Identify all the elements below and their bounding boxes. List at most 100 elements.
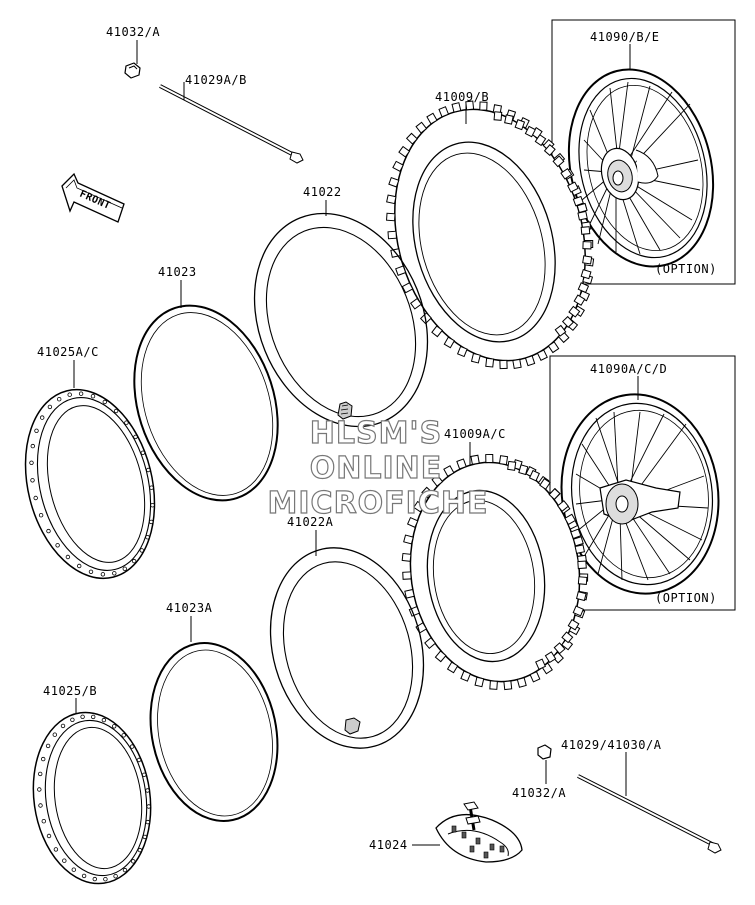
label-axle-bottom: 41029/41030/A bbox=[561, 738, 662, 752]
tire-knob bbox=[567, 181, 579, 193]
rim-spoke-hole bbox=[146, 467, 151, 473]
rim-spoke-hole bbox=[47, 404, 53, 410]
rim-spoke-hole bbox=[65, 554, 71, 560]
tire-knob bbox=[514, 119, 526, 131]
tire-knob bbox=[438, 106, 450, 118]
rim-band-front[interactable] bbox=[110, 287, 301, 519]
rim-spoke-hole bbox=[103, 877, 108, 882]
axle-bottom[interactable] bbox=[577, 774, 722, 854]
label-axle-nut-top: 41032/A bbox=[106, 25, 160, 39]
rim-spoke-hole bbox=[113, 408, 119, 414]
tire-knob bbox=[560, 167, 573, 180]
tire-knob bbox=[552, 155, 565, 168]
label-tire-front: 41009/B bbox=[435, 90, 489, 104]
rim-spoke-hole bbox=[142, 834, 147, 840]
rim-spoke-hole bbox=[60, 723, 66, 729]
tire-knob bbox=[485, 453, 494, 464]
tire-knob bbox=[554, 324, 567, 337]
rim-spoke-hole bbox=[33, 495, 38, 501]
rim-spoke-hole bbox=[53, 847, 59, 852]
label-tube-rear: 41022A bbox=[287, 515, 334, 529]
axle-nut-top[interactable] bbox=[124, 62, 141, 79]
tire-knob bbox=[518, 464, 529, 476]
tire-knob bbox=[421, 486, 434, 499]
rim-spoke-hole bbox=[150, 503, 155, 508]
tire-knob bbox=[582, 241, 592, 250]
rim-spoke-hole bbox=[41, 819, 46, 824]
rim-spoke-hole bbox=[62, 858, 67, 863]
front-arrow-icon: FRONT bbox=[61, 172, 125, 223]
tire-knob bbox=[404, 588, 415, 599]
tire-knob bbox=[577, 210, 588, 221]
rim-spoke-hole bbox=[124, 420, 129, 425]
rim-spoke-hole bbox=[55, 543, 60, 548]
rim-front[interactable] bbox=[7, 376, 174, 592]
tire-knob bbox=[385, 212, 396, 222]
tire-knob bbox=[460, 670, 472, 682]
tire-knob bbox=[498, 455, 509, 466]
rim-spoke-hole bbox=[121, 733, 126, 738]
tire-knob bbox=[567, 619, 580, 631]
rim-spoke-hole bbox=[149, 485, 154, 490]
tire-knob bbox=[568, 305, 581, 318]
tire-knob bbox=[401, 552, 412, 562]
rim-spoke-hole bbox=[145, 788, 150, 793]
tire-knob bbox=[551, 651, 564, 664]
rim-rear[interactable] bbox=[23, 705, 162, 891]
rim-spoke-hole bbox=[29, 460, 34, 465]
tire-knob bbox=[485, 357, 495, 368]
rim-spoke-hole bbox=[131, 558, 137, 564]
tube-rear[interactable] bbox=[248, 530, 446, 767]
label-rim-band-rear: 41023A bbox=[166, 601, 213, 615]
label-option-top: (OPTION) bbox=[655, 262, 717, 276]
tire-knob bbox=[553, 642, 566, 655]
label-rim-rear: 41025/B bbox=[43, 684, 97, 698]
rim-spoke-hole bbox=[80, 714, 85, 719]
tire-knob bbox=[524, 355, 536, 367]
rim-spoke-hole bbox=[38, 513, 44, 518]
tire-knob bbox=[504, 114, 514, 125]
rim-spoke-hole bbox=[41, 756, 46, 762]
tire-knob bbox=[574, 544, 586, 554]
label-option-bottom: (OPTION) bbox=[655, 591, 717, 605]
axle-nut-bottom[interactable] bbox=[537, 744, 552, 760]
rim-spoke-hole bbox=[88, 569, 94, 574]
tire-knob bbox=[539, 477, 551, 490]
label-wheel-option-top: 41090/B/E bbox=[590, 30, 660, 44]
axle-top[interactable] bbox=[159, 84, 304, 164]
tire-knob bbox=[499, 359, 508, 370]
tire-knob bbox=[580, 268, 592, 280]
tire-knob bbox=[443, 336, 456, 349]
tire-knob bbox=[580, 226, 591, 235]
tire-front[interactable] bbox=[366, 87, 613, 384]
tire-knob bbox=[528, 469, 540, 482]
rim-spoke-hole bbox=[122, 566, 127, 571]
tube-front[interactable] bbox=[224, 187, 458, 452]
rim-spoke-hole bbox=[57, 397, 62, 402]
label-rim-front: 41025A/C bbox=[37, 345, 99, 359]
rim-band-rear[interactable] bbox=[135, 631, 294, 833]
rim-lock[interactable] bbox=[435, 801, 523, 863]
tire-knob bbox=[524, 125, 536, 138]
rim-spoke-hole bbox=[102, 399, 107, 405]
label-axle-nut-bottom: 41032/A bbox=[512, 786, 566, 800]
tire-knob bbox=[561, 631, 574, 644]
rim-spoke-hole bbox=[30, 478, 35, 483]
tire-knob bbox=[512, 358, 522, 370]
label-rim-lock: 41024 bbox=[369, 838, 408, 852]
tire-rear[interactable] bbox=[397, 451, 594, 692]
tire-knob bbox=[410, 297, 422, 310]
wheel-option-top[interactable] bbox=[549, 19, 736, 285]
rim-spoke-hole bbox=[38, 803, 43, 808]
tire-knob bbox=[534, 134, 547, 147]
rim-spoke-hole bbox=[145, 535, 150, 540]
tire-knob bbox=[474, 676, 485, 688]
tire-knob bbox=[395, 265, 407, 276]
label-tube-front: 41022 bbox=[303, 185, 342, 199]
tire-knob bbox=[582, 255, 593, 265]
tire-knob bbox=[451, 102, 462, 113]
rim-spoke-hole bbox=[70, 717, 75, 722]
wheel-option-bottom[interactable] bbox=[549, 355, 736, 611]
rim-spoke-hole bbox=[101, 717, 107, 723]
